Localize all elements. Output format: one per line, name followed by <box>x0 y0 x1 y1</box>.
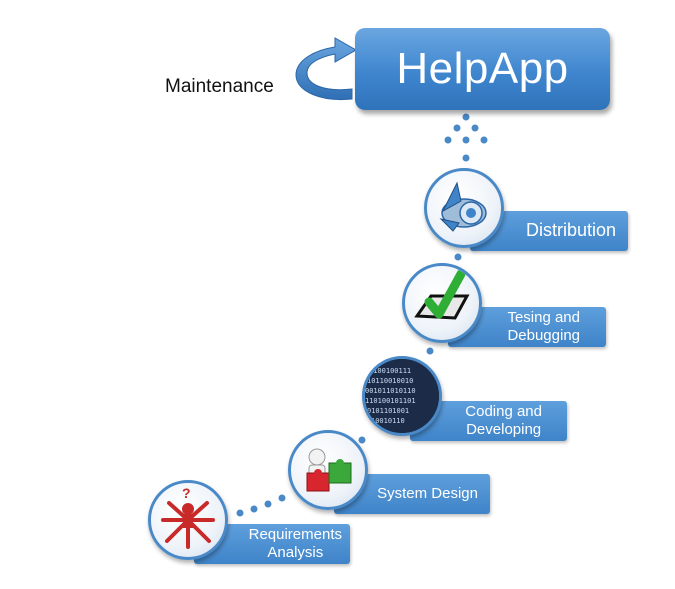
step-icon-system-design <box>288 430 368 510</box>
svg-text:110100101101: 110100101101 <box>365 397 416 405</box>
step-label-line2: Analysis <box>267 544 324 561</box>
svg-text:0101101001: 0101101001 <box>367 407 409 415</box>
svg-text:10110010010: 10110010010 <box>367 377 413 385</box>
step-icon-testing <box>402 263 482 343</box>
binary-code-icon: 0100100111 10110010010 001011010110 1101… <box>365 359 439 433</box>
rocket-icon <box>439 181 487 232</box>
svg-text:?: ? <box>182 485 191 501</box>
maintenance-cycle-arrow-icon <box>295 37 358 101</box>
svg-text:0100100111: 0100100111 <box>369 367 411 375</box>
dotted-connector <box>236 113 488 517</box>
step-label-line1: Coding and <box>465 403 542 420</box>
step-label-line2: Debugging <box>507 327 580 344</box>
svg-text:10010110: 10010110 <box>371 417 405 425</box>
step-label-line1: Tesing and <box>507 309 580 326</box>
app-title-banner: HelpApp <box>355 28 610 110</box>
step-label-coding: Coding and Developing <box>410 401 567 441</box>
step-icon-requirements: ? <box>148 480 228 560</box>
puzzle-pieces-icon <box>306 448 352 492</box>
step-label-text: System Design <box>377 485 478 502</box>
people-question-icon: ? <box>161 485 215 549</box>
checkmark-icon <box>414 269 470 320</box>
step-label-line2: Developing <box>466 421 542 438</box>
step-icon-coding: 0100100111 10110010010 001011010110 1101… <box>362 356 442 436</box>
step-label-line1: Requirements <box>248 526 342 543</box>
step-icon-distribution <box>424 168 504 248</box>
svg-text:001011010110: 001011010110 <box>365 387 416 395</box>
app-title: HelpApp <box>396 44 569 93</box>
maintenance-label: Maintenance <box>165 76 274 97</box>
step-label-text: Distribution <box>525 220 616 241</box>
